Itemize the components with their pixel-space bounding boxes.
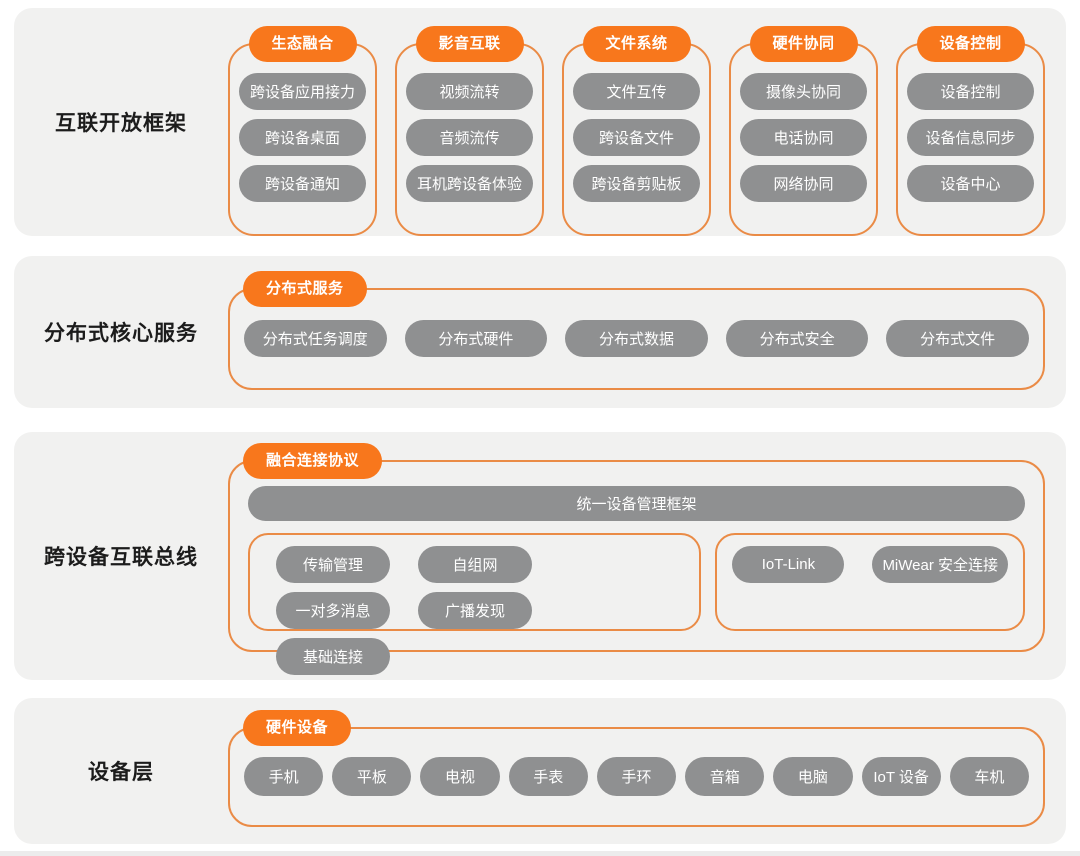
- pill: 摄像头协同: [740, 73, 867, 110]
- pill: 基础连接: [276, 638, 390, 675]
- group-file-system: 文件系统 文件互传 跨设备文件 跨设备剪贴板: [562, 26, 711, 236]
- section-title: 互联开放框架: [55, 112, 187, 135]
- group-fusion-protocol: 融合连接协议 统一设备管理框架 传输管理 自组网 一对多消息 广播发现 基础连接…: [228, 443, 1045, 675]
- pill: 分布式任务调度: [244, 320, 387, 357]
- section-open-framework: 互联开放框架 生态融合 跨设备应用接力 跨设备桌面 跨设备通知 影音互联 视频流…: [14, 8, 1066, 236]
- pill: 分布式文件: [886, 320, 1029, 357]
- pill: 跨设备通知: [239, 165, 366, 202]
- section-title: 设备层: [88, 761, 154, 784]
- section-content: 融合连接协议 统一设备管理框架 传输管理 自组网 一对多消息 广播发现 基础连接…: [228, 432, 1066, 680]
- section-distributed-services: 分布式核心服务 分布式服务 分布式任务调度 分布式硬件 分布式数据 分布式安全 …: [14, 256, 1066, 408]
- pill: 分布式数据: [565, 320, 708, 357]
- group-hardware-devices: 硬件设备 手机 平板 电视 手表 手环 音箱 电脑 IoT 设备 车机: [228, 710, 1045, 827]
- group-label: 硬件协同: [749, 26, 858, 62]
- bus-row: 传输管理 自组网 一对多消息 广播发现 基础连接 IoT-Link MiWear…: [248, 533, 1025, 675]
- pill: 手机: [244, 757, 324, 796]
- pill: MiWear 安全连接: [872, 546, 1008, 583]
- pill: 电视: [420, 757, 500, 796]
- pill: 平板: [332, 757, 412, 796]
- pill: 手表: [508, 757, 588, 796]
- pill: IoT 设备: [861, 757, 941, 796]
- pill: 电话协同: [740, 119, 867, 156]
- pill: 耳机跨设备体验: [406, 165, 533, 202]
- group-label: 影音互联: [415, 26, 524, 62]
- group-label: 融合连接协议: [243, 443, 383, 479]
- pill: 跨设备剪贴板: [573, 165, 700, 202]
- pill: 广播发现: [418, 592, 532, 629]
- pill: 传输管理: [276, 546, 390, 583]
- pill: 跨设备应用接力: [239, 73, 366, 110]
- group-label: 分布式服务: [243, 271, 367, 307]
- pill: IoT-Link: [732, 546, 845, 583]
- pill: 电脑: [773, 757, 853, 796]
- pill: 设备信息同步: [907, 119, 1034, 156]
- section-device-layer: 设备层 硬件设备 手机 平板 电视 手表 手环 音箱 电脑 IoT 设备 车机: [14, 698, 1066, 844]
- pill: 自组网: [418, 546, 532, 583]
- section-interconnect-bus: 跨设备互联总线 融合连接协议 统一设备管理框架 传输管理 自组网 一对多消息 广…: [14, 432, 1066, 680]
- group-hardware-collab: 硬件协同 摄像头协同 电话协同 网络协同: [729, 26, 878, 236]
- section-content: 硬件设备 手机 平板 电视 手表 手环 音箱 电脑 IoT 设备 车机: [228, 698, 1066, 844]
- pill: 音频流传: [406, 119, 533, 156]
- section-title: 分布式核心服务: [44, 322, 198, 345]
- pill: 分布式硬件: [404, 320, 548, 357]
- group-label: 文件系统: [582, 26, 691, 62]
- group-distributed-service: 分布式服务 分布式任务调度 分布式硬件 分布式数据 分布式安全 分布式文件: [228, 271, 1045, 390]
- pill: 文件互传: [573, 73, 700, 110]
- section-content: 分布式服务 分布式任务调度 分布式硬件 分布式数据 分布式安全 分布式文件: [228, 256, 1066, 408]
- pill: 音箱: [685, 757, 765, 796]
- group-label: 设备控制: [916, 26, 1025, 62]
- group-av-interconnect: 影音互联 视频流转 音频流传 耳机跨设备体验: [395, 26, 544, 236]
- group-label: 生态融合: [248, 26, 357, 62]
- pill: 一对多消息: [276, 592, 390, 629]
- group-label: 硬件设备: [243, 710, 352, 746]
- group-device-control: 设备控制 设备控制 设备信息同步 设备中心: [896, 26, 1045, 236]
- pill: 车机: [949, 757, 1029, 796]
- sub-box-connection: 传输管理 自组网 一对多消息 广播发现 基础连接: [248, 533, 702, 675]
- pill: 设备控制: [907, 73, 1034, 110]
- unified-device-mgmt-bar: 统一设备管理框架: [248, 486, 1025, 521]
- group-ecosystem-fusion: 生态融合 跨设备应用接力 跨设备桌面 跨设备通知: [228, 26, 377, 236]
- section-title: 跨设备互联总线: [44, 546, 198, 569]
- pill: 分布式安全: [725, 320, 869, 357]
- pill: 视频流转: [406, 73, 533, 110]
- pill: 网络协同: [740, 165, 867, 202]
- section-content: 生态融合 跨设备应用接力 跨设备桌面 跨设备通知 影音互联 视频流转 音频流传 …: [228, 8, 1066, 236]
- pill: 手环: [596, 757, 677, 796]
- pill: 设备中心: [907, 165, 1034, 202]
- pill: 跨设备桌面: [239, 119, 366, 156]
- sub-box-iot-link: IoT-Link MiWear 安全连接: [715, 533, 1025, 631]
- bottom-divider: [0, 851, 1080, 856]
- pill: 跨设备文件: [573, 119, 700, 156]
